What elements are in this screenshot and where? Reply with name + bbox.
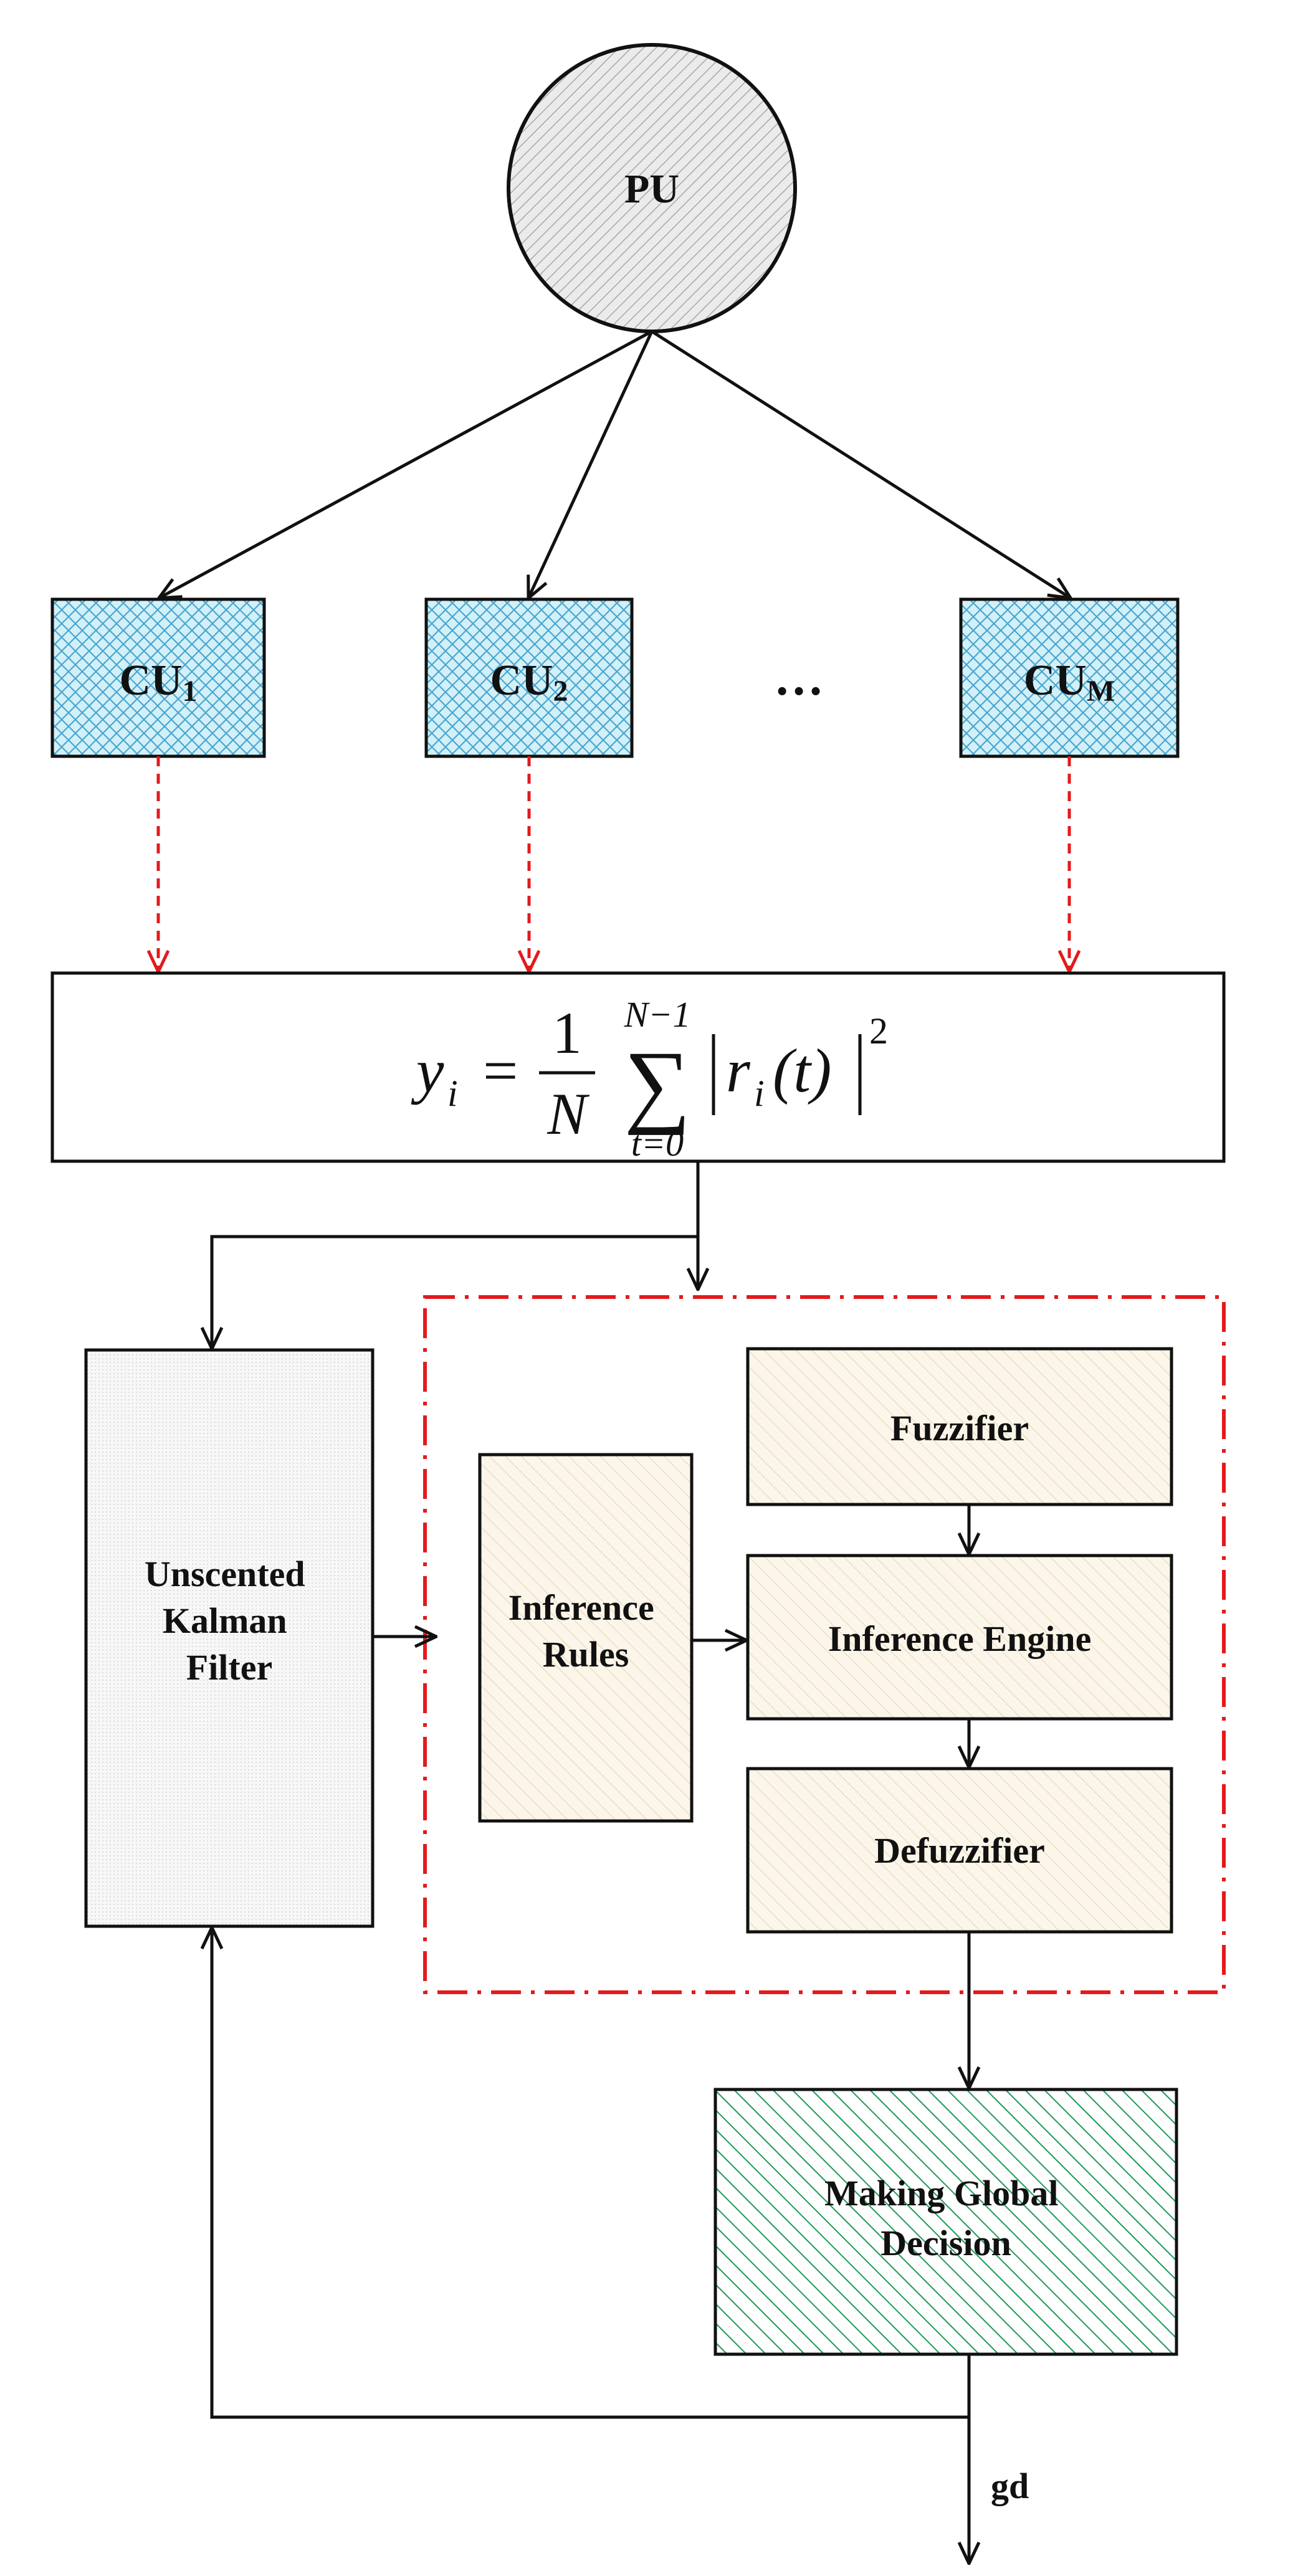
cognitive-user-m: CUM xyxy=(959,597,1180,758)
energy-detector-box: y i = 1 N N−1 ∑ t=0 r i (t) 2 xyxy=(50,971,1226,1164)
inference-rules-box: Inference Rules xyxy=(478,1453,694,1823)
primary-user-node: PU xyxy=(507,43,797,333)
formula-body-arg: (t) xyxy=(773,1036,831,1105)
inference-engine-label: Inference Engine xyxy=(828,1618,1092,1659)
output-label-gd: gd xyxy=(991,2466,1029,2506)
ukf-label-line1: Unscented xyxy=(145,1554,305,1594)
cu-ellipsis: … xyxy=(774,651,824,706)
global-decision-line2: Decision xyxy=(880,2223,1011,2263)
svg-text:Making Global Decision: Making Global Decision xyxy=(824,2173,1067,2263)
defuzzifier-box: Defuzzifier xyxy=(746,1767,1173,1934)
cu2-base: CU xyxy=(490,657,553,705)
formula-lhs: y xyxy=(411,1036,444,1105)
cu1-base: CU xyxy=(119,657,182,705)
edge-feedback-to-ukf xyxy=(212,1927,969,2419)
inference-engine-box: Inference Engine xyxy=(746,1554,1173,1721)
edge-pu-to-cum xyxy=(651,330,1071,598)
edge-pu-to-cu1 xyxy=(159,330,653,598)
global-decision-box: Making Global Decision xyxy=(713,2088,1178,2356)
ukf-label-line2: Kalman xyxy=(163,1600,287,1641)
cognitive-user-1: CU1 xyxy=(50,597,266,758)
edge-energy-to-ukf xyxy=(212,1235,698,1349)
formula-equals: = xyxy=(483,1036,518,1105)
cu2-subscript: 2 xyxy=(553,675,568,708)
global-decision-line1: Making Global xyxy=(824,2173,1058,2213)
cum-base: CU xyxy=(1024,657,1087,705)
inference-rules-line1: Inference xyxy=(508,1587,654,1628)
svg-text:CU1: CU1 xyxy=(119,657,197,708)
fuzzifier-box: Fuzzifier xyxy=(746,1347,1173,1506)
cum-subscript: M xyxy=(1087,675,1115,708)
formula-power: 2 xyxy=(869,1010,888,1052)
ukf-box: Unscented Kalman Filter xyxy=(84,1348,375,1928)
svg-text:CUM: CUM xyxy=(1024,657,1115,708)
edge-pu-to-cu2 xyxy=(528,330,654,598)
primary-user-label: PU xyxy=(624,166,679,212)
formula-sum-lower: t=0 xyxy=(631,1123,684,1164)
formula-body-sub: i xyxy=(754,1073,765,1114)
formula-body: r xyxy=(726,1036,751,1105)
formula-sum-upper: N−1 xyxy=(624,994,691,1035)
cu1-subscript: 1 xyxy=(183,675,198,708)
fuzzifier-label: Fuzzifier xyxy=(890,1408,1029,1448)
svg-text:CU2: CU2 xyxy=(490,657,568,708)
ukf-label-line3: Filter xyxy=(186,1647,272,1688)
inference-rules-line2: Rules xyxy=(543,1634,629,1675)
energy-formula: y i = 1 N N−1 ∑ t=0 r i (t) 2 xyxy=(411,994,888,1164)
formula-lhs-sub: i xyxy=(447,1073,458,1114)
cognitive-user-2: CU2 xyxy=(424,597,634,758)
formula-frac-den: N xyxy=(546,1081,589,1147)
defuzzifier-label: Defuzzifier xyxy=(874,1830,1045,1871)
svg-text:Unscented Kalman F: Unscented Kalman Filter xyxy=(145,1554,314,1688)
formula-sum-symbol: ∑ xyxy=(624,1032,691,1136)
formula-frac-num: 1 xyxy=(552,1000,582,1066)
svg-text:Inference Rules: Inference Rules xyxy=(508,1587,664,1675)
